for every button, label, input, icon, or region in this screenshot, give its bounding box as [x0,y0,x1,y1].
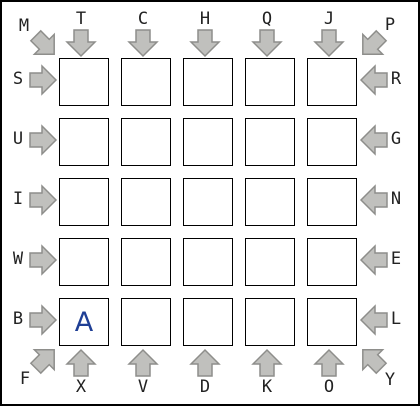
right-arrow-4-icon[interactable] [359,244,388,276]
cell-letter [308,179,356,225]
cell-letter [60,179,108,225]
cell-letter [122,239,170,285]
corner-label-top-left: M [18,16,30,36]
grid-cell-r3-c2[interactable] [121,178,171,226]
cell-letter [184,59,232,105]
top-arrow-4-icon[interactable] [251,29,283,58]
grid-cell-r2-c2[interactable] [121,118,171,166]
cell-letter [184,239,232,285]
top-arrow-3-icon[interactable] [189,29,221,58]
bottom-arrow-3-icon[interactable] [189,348,221,377]
bottom-arrow-1-icon[interactable] [65,348,97,377]
left-arrow-3-icon[interactable] [29,184,58,216]
cell-letter [246,239,294,285]
right-label-2: G [390,129,402,149]
cell-letter [60,239,108,285]
grid-cell-r1-c1[interactable] [59,58,109,106]
corner-arrow-top-right-icon[interactable] [358,29,388,58]
grid-cell-r4-c1[interactable] [59,238,109,286]
grid-cell-r2-c4[interactable] [245,118,295,166]
top-label-3: H [199,9,211,29]
cell-letter [60,119,108,165]
cell-letter [122,179,170,225]
grid-cell-r4-c5[interactable] [307,238,357,286]
left-label-2: U [12,129,24,149]
left-label-4: W [12,249,24,269]
corner-arrow-bottom-right-icon[interactable] [358,346,388,375]
top-label-2: C [137,9,149,29]
right-label-5: L [390,309,402,329]
right-label-4: E [390,249,402,269]
top-label-4: Q [261,9,273,29]
grid-cell-r2-c1[interactable] [59,118,109,166]
left-arrow-4-icon[interactable] [29,244,58,276]
left-arrow-1-icon[interactable] [29,64,58,96]
top-arrow-1-icon[interactable] [65,29,97,58]
grid-cell-r3-c1[interactable] [59,178,109,226]
grid-cell-r3-c5[interactable] [307,178,357,226]
top-label-1: T [75,9,87,29]
bottom-label-2: V [137,377,149,397]
bottom-label-3: D [199,377,211,397]
grid-cell-r5-c2[interactable] [121,298,171,346]
cell-letter [246,299,294,345]
grid-cell-r1-c3[interactable] [183,58,233,106]
cell-letter [122,119,170,165]
grid-cell-r3-c3[interactable] [183,178,233,226]
cell-letter [308,59,356,105]
left-label-3: I [12,189,24,209]
corner-arrow-bottom-left-icon[interactable] [29,346,59,375]
cell-letter [122,59,170,105]
right-arrow-2-icon[interactable] [359,124,388,156]
bottom-arrow-4-icon[interactable] [251,348,283,377]
corner-arrow-top-left-icon[interactable] [29,29,59,58]
grid-cell-r2-c5[interactable] [307,118,357,166]
cell-letter [184,119,232,165]
bottom-label-5: O [323,377,335,397]
grid-cell-r5-c3[interactable] [183,298,233,346]
left-label-1: S [12,69,24,89]
grid-cell-r5-c5[interactable] [307,298,357,346]
grid-cell-r1-c5[interactable] [307,58,357,106]
bottom-label-4: K [261,377,273,397]
grid-cell-r4-c2[interactable] [121,238,171,286]
corner-label-top-right: P [384,15,396,35]
bottom-arrow-2-icon[interactable] [127,348,159,377]
cell-letter [60,59,108,105]
left-arrow-5-icon[interactable] [29,304,58,336]
grid-cell-r1-c2[interactable] [121,58,171,106]
bottom-arrow-5-icon[interactable] [313,348,345,377]
cell-letter: A [74,306,94,338]
cell-letter [246,179,294,225]
cell-letter [184,299,232,345]
right-label-1: R [390,69,402,89]
grid-cell-r1-c4[interactable] [245,58,295,106]
corner-label-bottom-left: F [19,369,31,389]
grid-cell-r5-c1[interactable]: A [59,298,109,346]
top-arrow-5-icon[interactable] [313,29,345,58]
right-arrow-3-icon[interactable] [359,184,388,216]
grid-cell-r4-c4[interactable] [245,238,295,286]
grid-cell-r4-c3[interactable] [183,238,233,286]
cell-letter [184,179,232,225]
top-label-5: J [323,9,335,29]
right-arrow-1-icon[interactable] [359,64,388,96]
right-arrow-5-icon[interactable] [359,304,388,336]
cell-letter [246,119,294,165]
cell-letter [122,299,170,345]
bottom-label-1: X [75,377,87,397]
grid-cell-r5-c4[interactable] [245,298,295,346]
cell-letter [246,59,294,105]
left-label-5: B [12,309,24,329]
grid-cell-r2-c3[interactable] [183,118,233,166]
left-arrow-2-icon[interactable] [29,124,58,156]
corner-label-bottom-right: Y [384,370,396,390]
right-label-3: N [390,189,402,209]
top-arrow-2-icon[interactable] [127,29,159,58]
cell-letter [308,299,356,345]
cell-letter [308,119,356,165]
cell-letter [308,239,356,285]
grid-cell-r3-c4[interactable] [245,178,295,226]
